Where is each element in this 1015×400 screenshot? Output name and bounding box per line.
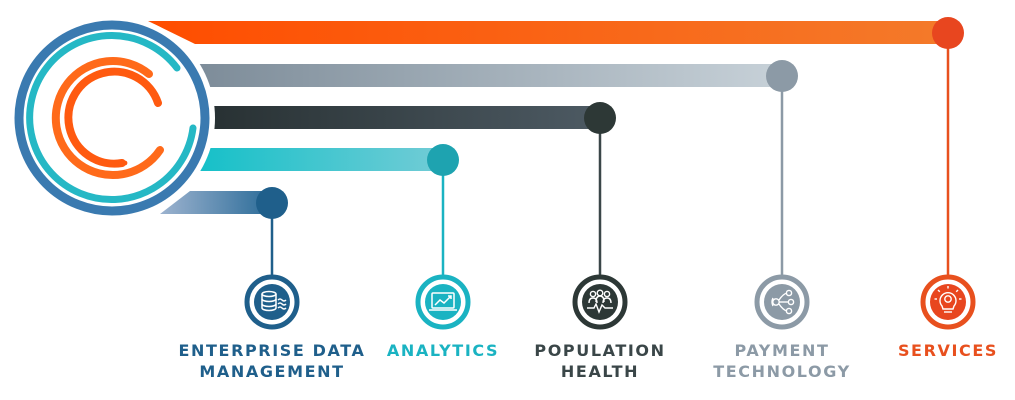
label-line: ANALYTICS — [386, 341, 500, 360]
population-health-band — [210, 106, 600, 129]
label-payment-technology: PAYMENT TECHNOLOGY — [700, 340, 864, 382]
analytics-dot — [427, 144, 459, 176]
network-nodes-icon — [754, 274, 810, 330]
label-services: SERVICES — [890, 340, 1006, 361]
services-dot — [932, 17, 964, 49]
analytics-band — [195, 148, 443, 171]
concentric-arc-logo — [9, 15, 215, 221]
payment-technology-dot — [766, 60, 798, 92]
database-icon — [244, 274, 300, 330]
label-line: SERVICES — [897, 341, 999, 360]
population-health-dot — [584, 102, 616, 134]
label-line: POPULATION — [534, 341, 666, 360]
analytics-chart-icon — [415, 274, 471, 330]
payment-technology-band — [195, 64, 782, 87]
enterprise-data-band — [160, 191, 272, 214]
band-end-dots — [256, 17, 964, 219]
label-line: HEALTH — [560, 362, 640, 381]
label-analytics: ANALYTICS — [373, 340, 513, 361]
label-population-health: POPULATION HEALTH — [520, 340, 680, 382]
label-line: TECHNOLOGY — [713, 362, 851, 381]
people-heartbeat-icon — [572, 274, 628, 330]
label-enterprise-data-management: ENTERPRISE DATA MANAGEMENT — [172, 340, 372, 382]
label-line: ENTERPRISE DATA — [178, 341, 366, 360]
lightbulb-gear-icon — [920, 274, 976, 330]
enterprise-data-dot — [256, 187, 288, 219]
services-band — [148, 21, 948, 44]
label-line: PAYMENT — [734, 341, 830, 360]
branch-bands — [148, 21, 948, 214]
label-line: MANAGEMENT — [199, 362, 345, 381]
